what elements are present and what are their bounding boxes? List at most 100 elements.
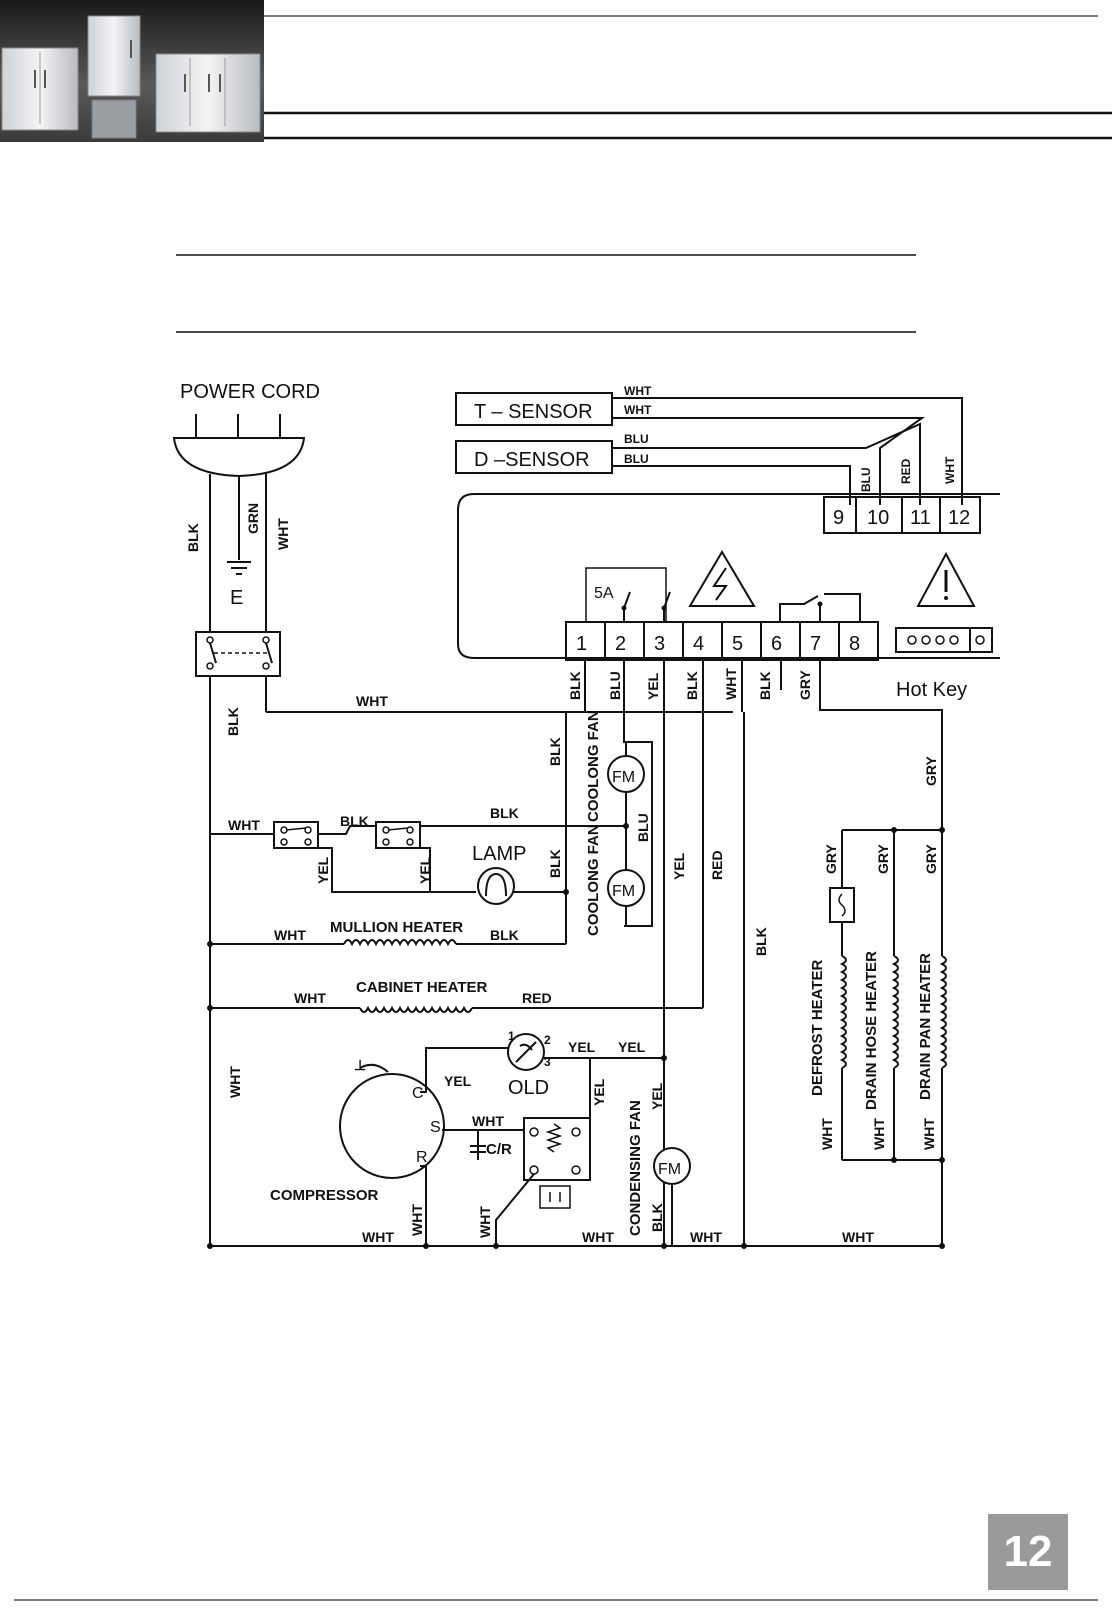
terminal-9: 9 bbox=[833, 507, 844, 529]
cord-wht-label: WHT bbox=[275, 518, 291, 550]
t-wht1-label: WHT bbox=[624, 384, 652, 398]
hot-key-port bbox=[895, 627, 993, 653]
compressor-label: COMPRESSOR bbox=[270, 1187, 379, 1204]
cord-grn-label: GRN bbox=[245, 503, 261, 534]
sensor-blu-label: BLU bbox=[859, 467, 873, 492]
comp-c-label: C bbox=[412, 1085, 424, 1102]
cabinet-wht-label: WHT bbox=[294, 990, 326, 1006]
bus-wht2-label: WHT bbox=[582, 1229, 614, 1245]
terminal-2: 2 bbox=[615, 633, 626, 655]
top-wht-label: WHT bbox=[356, 693, 388, 709]
old-terminal-3: 3 bbox=[544, 1055, 551, 1069]
door-switch-2 bbox=[375, 821, 421, 849]
cooling-fan-1-fm: FM bbox=[612, 769, 635, 786]
old-yel1-label: YEL bbox=[568, 1039, 596, 1055]
comp-s-label: S bbox=[430, 1119, 441, 1136]
terminal-7: 7 bbox=[810, 633, 821, 655]
old-label: OLD bbox=[508, 1077, 549, 1099]
terminal-1: 1 bbox=[576, 633, 587, 655]
cooling-fan-2-label: COOLONG FAN bbox=[585, 824, 602, 936]
hot-key-label: Hot Key bbox=[896, 679, 967, 701]
sensor-red-label: RED bbox=[899, 458, 913, 484]
defrost-wht-label: WHT bbox=[819, 1118, 835, 1150]
lamp-icon bbox=[477, 867, 515, 905]
fuse-relay bbox=[585, 567, 671, 623]
t4-red-label: RED bbox=[709, 850, 725, 880]
bus-wht4-label: WHT bbox=[842, 1229, 874, 1245]
t3-yel-label: YEL bbox=[645, 672, 661, 700]
ground-icon bbox=[227, 561, 251, 575]
old-yel2-label: YEL bbox=[618, 1039, 646, 1055]
lamp-yel1-label: YEL bbox=[315, 856, 331, 884]
old-yel3-label: YEL bbox=[591, 1078, 607, 1106]
lamp-blk3-label: BLK bbox=[547, 849, 563, 878]
d-blu2-label: BLU bbox=[624, 452, 649, 466]
cord-blk-label: BLK bbox=[185, 523, 201, 552]
t1-blk-down-label: BLK bbox=[547, 737, 563, 766]
controller-outline bbox=[457, 493, 1000, 659]
t2-blu-label: BLU bbox=[607, 671, 623, 700]
drain-pan-heater-label: DRAIN PAN HEATER bbox=[917, 953, 934, 1100]
cond-yel-label: YEL bbox=[649, 1082, 665, 1110]
compressor-ground-mark: ⊥ bbox=[354, 1057, 366, 1073]
t7-gry-down-label: GRY bbox=[923, 756, 939, 786]
cr-wht-label: WHT bbox=[472, 1113, 504, 1129]
power-plug-icon bbox=[172, 414, 306, 478]
bus-wht1-label: WHT bbox=[362, 1229, 394, 1245]
cr-label: C/R bbox=[486, 1141, 512, 1158]
t-wht2-label: WHT bbox=[624, 403, 652, 417]
fuse-label: 5A bbox=[594, 585, 614, 602]
drain-hose-wht-label: WHT bbox=[871, 1118, 887, 1150]
fan-blu-label: BLU bbox=[635, 813, 651, 842]
mullion-heater-label: MULLION HEATER bbox=[330, 919, 463, 936]
capacitor-relay-icon bbox=[470, 1117, 591, 1209]
main-terminal-block bbox=[565, 621, 879, 661]
d-blu1-label: BLU bbox=[624, 432, 649, 446]
lamp-blk-label: BLK bbox=[340, 813, 369, 829]
defrost-gry-label: GRY bbox=[823, 844, 839, 874]
drain-pan-heater-coil bbox=[939, 955, 947, 1069]
relay-6-8 bbox=[779, 593, 861, 622]
cooling-fan-2-fm: FM bbox=[612, 883, 635, 900]
compressor-icon bbox=[339, 1073, 445, 1179]
terminal-10: 10 bbox=[867, 507, 889, 529]
mullion-blk-label: BLK bbox=[490, 927, 519, 943]
comp-r-label: R bbox=[416, 1149, 428, 1166]
lamp-blk2-label: BLK bbox=[490, 805, 519, 821]
terminal-6: 6 bbox=[771, 633, 782, 655]
d-sensor-box bbox=[455, 440, 613, 474]
high-voltage-warning-icon bbox=[688, 550, 756, 607]
header-photo bbox=[0, 0, 264, 142]
sensor-terminal-block bbox=[823, 496, 981, 534]
cabinet-heater-coil bbox=[359, 1005, 473, 1013]
old-terminal-2: 2 bbox=[544, 1033, 551, 1047]
defrost-fuse-icon bbox=[829, 887, 855, 923]
drain-pan-wht-label: WHT bbox=[921, 1118, 937, 1150]
t6-blk-label: BLK bbox=[757, 671, 773, 700]
main-switch bbox=[195, 631, 281, 677]
left-blk-label: BLK bbox=[225, 707, 241, 736]
mullion-heater-coil bbox=[343, 939, 457, 947]
lamp-label: LAMP bbox=[472, 843, 526, 865]
condensing-fan-label: CONDENSING FAN bbox=[627, 1100, 644, 1236]
cond-blk-label: BLK bbox=[649, 1203, 665, 1232]
power-cord-label: POWER CORD bbox=[180, 381, 320, 403]
lamp-yel2-label: YEL bbox=[417, 856, 433, 884]
defrost-heater-coil bbox=[839, 955, 847, 1069]
terminal-5: 5 bbox=[732, 633, 743, 655]
compressor-ground-lead bbox=[359, 1063, 389, 1073]
t7-gry-label: GRY bbox=[797, 670, 813, 700]
old-terminal-1: 1 bbox=[508, 1029, 515, 1043]
terminal-12: 12 bbox=[948, 507, 970, 529]
condensing-fan-fm: FM bbox=[658, 1161, 681, 1178]
terminal-8: 8 bbox=[849, 633, 860, 655]
sensor-wht-label: WHT bbox=[943, 456, 957, 484]
cabinet-heater-label: CABINET HEATER bbox=[356, 979, 488, 996]
page-number: 12 bbox=[988, 1514, 1068, 1590]
terminal-3: 3 bbox=[654, 633, 665, 655]
t5-wht-label: WHT bbox=[723, 668, 739, 700]
lamp-wht-label: WHT bbox=[228, 817, 260, 833]
comp-r-wht-label: WHT bbox=[409, 1204, 425, 1236]
t-sensor-box bbox=[455, 392, 613, 426]
